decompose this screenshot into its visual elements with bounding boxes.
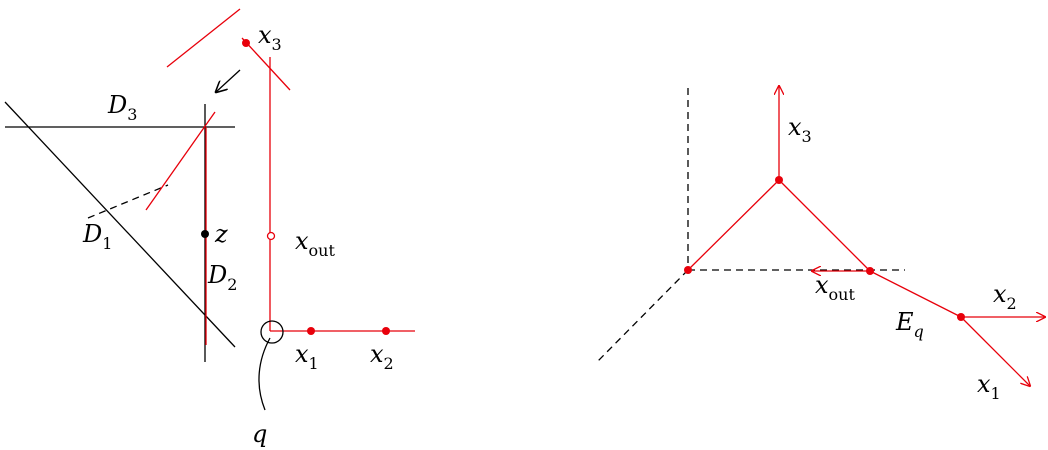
line-D1	[4, 101, 236, 348]
label-x3-right: x3	[788, 113, 812, 146]
dashed-diagonal	[596, 269, 689, 363]
label-xout-right: xout	[815, 271, 855, 304]
vertex-top	[775, 176, 783, 184]
x2-point	[382, 327, 390, 335]
label-x3: x3	[258, 21, 282, 54]
z-point	[201, 230, 209, 238]
vertex-right	[957, 313, 965, 321]
x3-line-b	[241, 37, 291, 91]
xout-open-point	[266, 231, 276, 241]
edge-left	[687, 179, 780, 271]
label-x2-right: x2	[993, 280, 1017, 313]
x1-point	[307, 327, 315, 335]
red-segment-local	[145, 111, 216, 211]
line-D1-dashed	[87, 184, 169, 219]
x3-point	[242, 39, 250, 47]
label-z: z	[214, 220, 228, 248]
x3-line-a	[166, 8, 241, 68]
edge-right	[778, 179, 871, 272]
q-circle	[260, 320, 284, 344]
label-D1: D1	[82, 220, 112, 253]
vertex-xout	[866, 267, 874, 275]
label-x1-right: x1	[977, 370, 1001, 403]
label-x1: x1	[295, 340, 319, 373]
label-x2: x2	[370, 340, 394, 373]
vertex-left	[684, 266, 692, 274]
direction-arrow	[216, 69, 241, 92]
label-Eq: Eq	[895, 308, 924, 341]
label-q: q	[252, 420, 267, 448]
label-D2: D2	[207, 261, 237, 294]
edge-Eq	[869, 270, 962, 318]
q-pointer-curve	[258, 337, 271, 411]
label-xout: xout	[295, 227, 335, 260]
left-figure: x3 D3 D1 z D2 xout x1 x2 q	[4, 8, 415, 448]
right-figure: x3 xout x2 Eq x1	[596, 86, 1045, 403]
label-D3: D3	[107, 91, 137, 124]
ray-x1	[960, 316, 1030, 386]
